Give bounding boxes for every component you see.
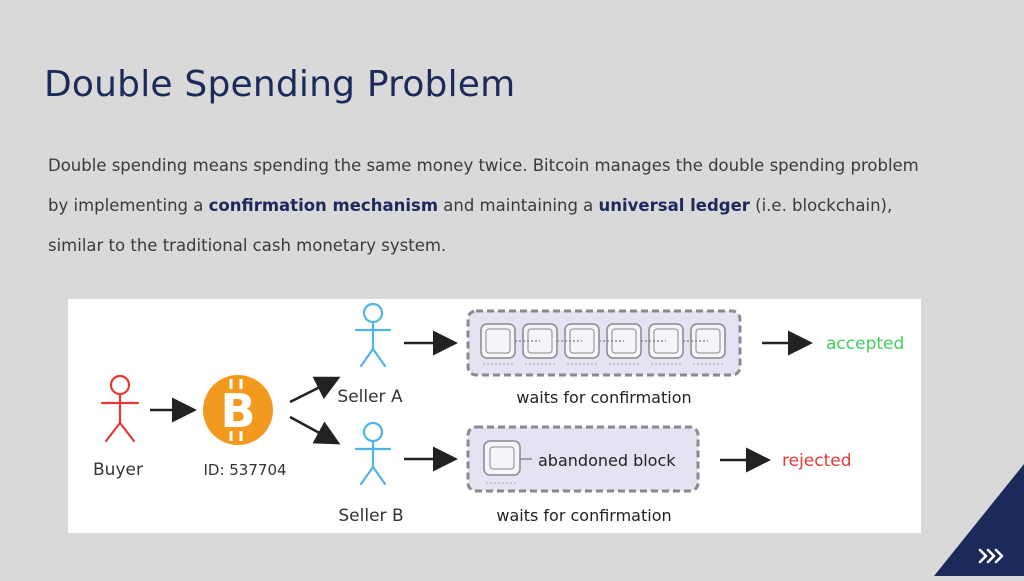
body-paragraph: Double spending means spending the same … bbox=[48, 146, 928, 266]
paragraph-bold-ledger: universal ledger bbox=[598, 196, 750, 215]
seller-b-stick-figure-icon bbox=[354, 421, 392, 486]
double-spend-diagram: Buyer B ID: 537704 Seller A bbox=[68, 299, 921, 533]
paragraph-bold-confirmation: confirmation mechanism bbox=[208, 196, 439, 215]
slide-title: Double Spending Problem bbox=[44, 64, 516, 105]
accepted-label: accepted bbox=[826, 334, 904, 354]
waits-for-confirmation-a: waits for confirmation bbox=[516, 388, 691, 407]
double-chevron-right-icon bbox=[978, 548, 1004, 564]
block-icon bbox=[483, 440, 521, 476]
seller-b-label: Seller B bbox=[338, 506, 403, 526]
paragraph-text-1: Double spending means spending the same … bbox=[48, 156, 919, 215]
buyer-stick-figure-icon bbox=[100, 374, 140, 443]
svg-text:B: B bbox=[220, 384, 255, 438]
waits-for-confirmation-b: waits for confirmation bbox=[496, 506, 671, 525]
abandoned-block-container bbox=[466, 425, 700, 493]
buyer-label: Buyer bbox=[93, 460, 143, 480]
block-inner bbox=[485, 328, 511, 354]
seller-a-stick-figure-icon bbox=[354, 302, 392, 368]
paragraph-text-3: (i.e. blockchain), similar to the tradit… bbox=[48, 196, 893, 255]
abandoned-block-label: abandoned block bbox=[538, 451, 676, 470]
rejected-label: rejected bbox=[782, 451, 852, 471]
coin-id-label: ID: 537704 bbox=[203, 461, 286, 479]
corner-brand-decoration bbox=[934, 464, 1024, 576]
arrow-icon bbox=[289, 415, 341, 445]
bitcoin-coin-icon: B bbox=[203, 375, 273, 445]
seller-a-label: Seller A bbox=[337, 387, 403, 407]
paragraph-text-2: and maintaining a bbox=[438, 196, 599, 215]
blockchain-chain-a bbox=[466, 309, 742, 377]
arrow-icon bbox=[289, 376, 341, 404]
